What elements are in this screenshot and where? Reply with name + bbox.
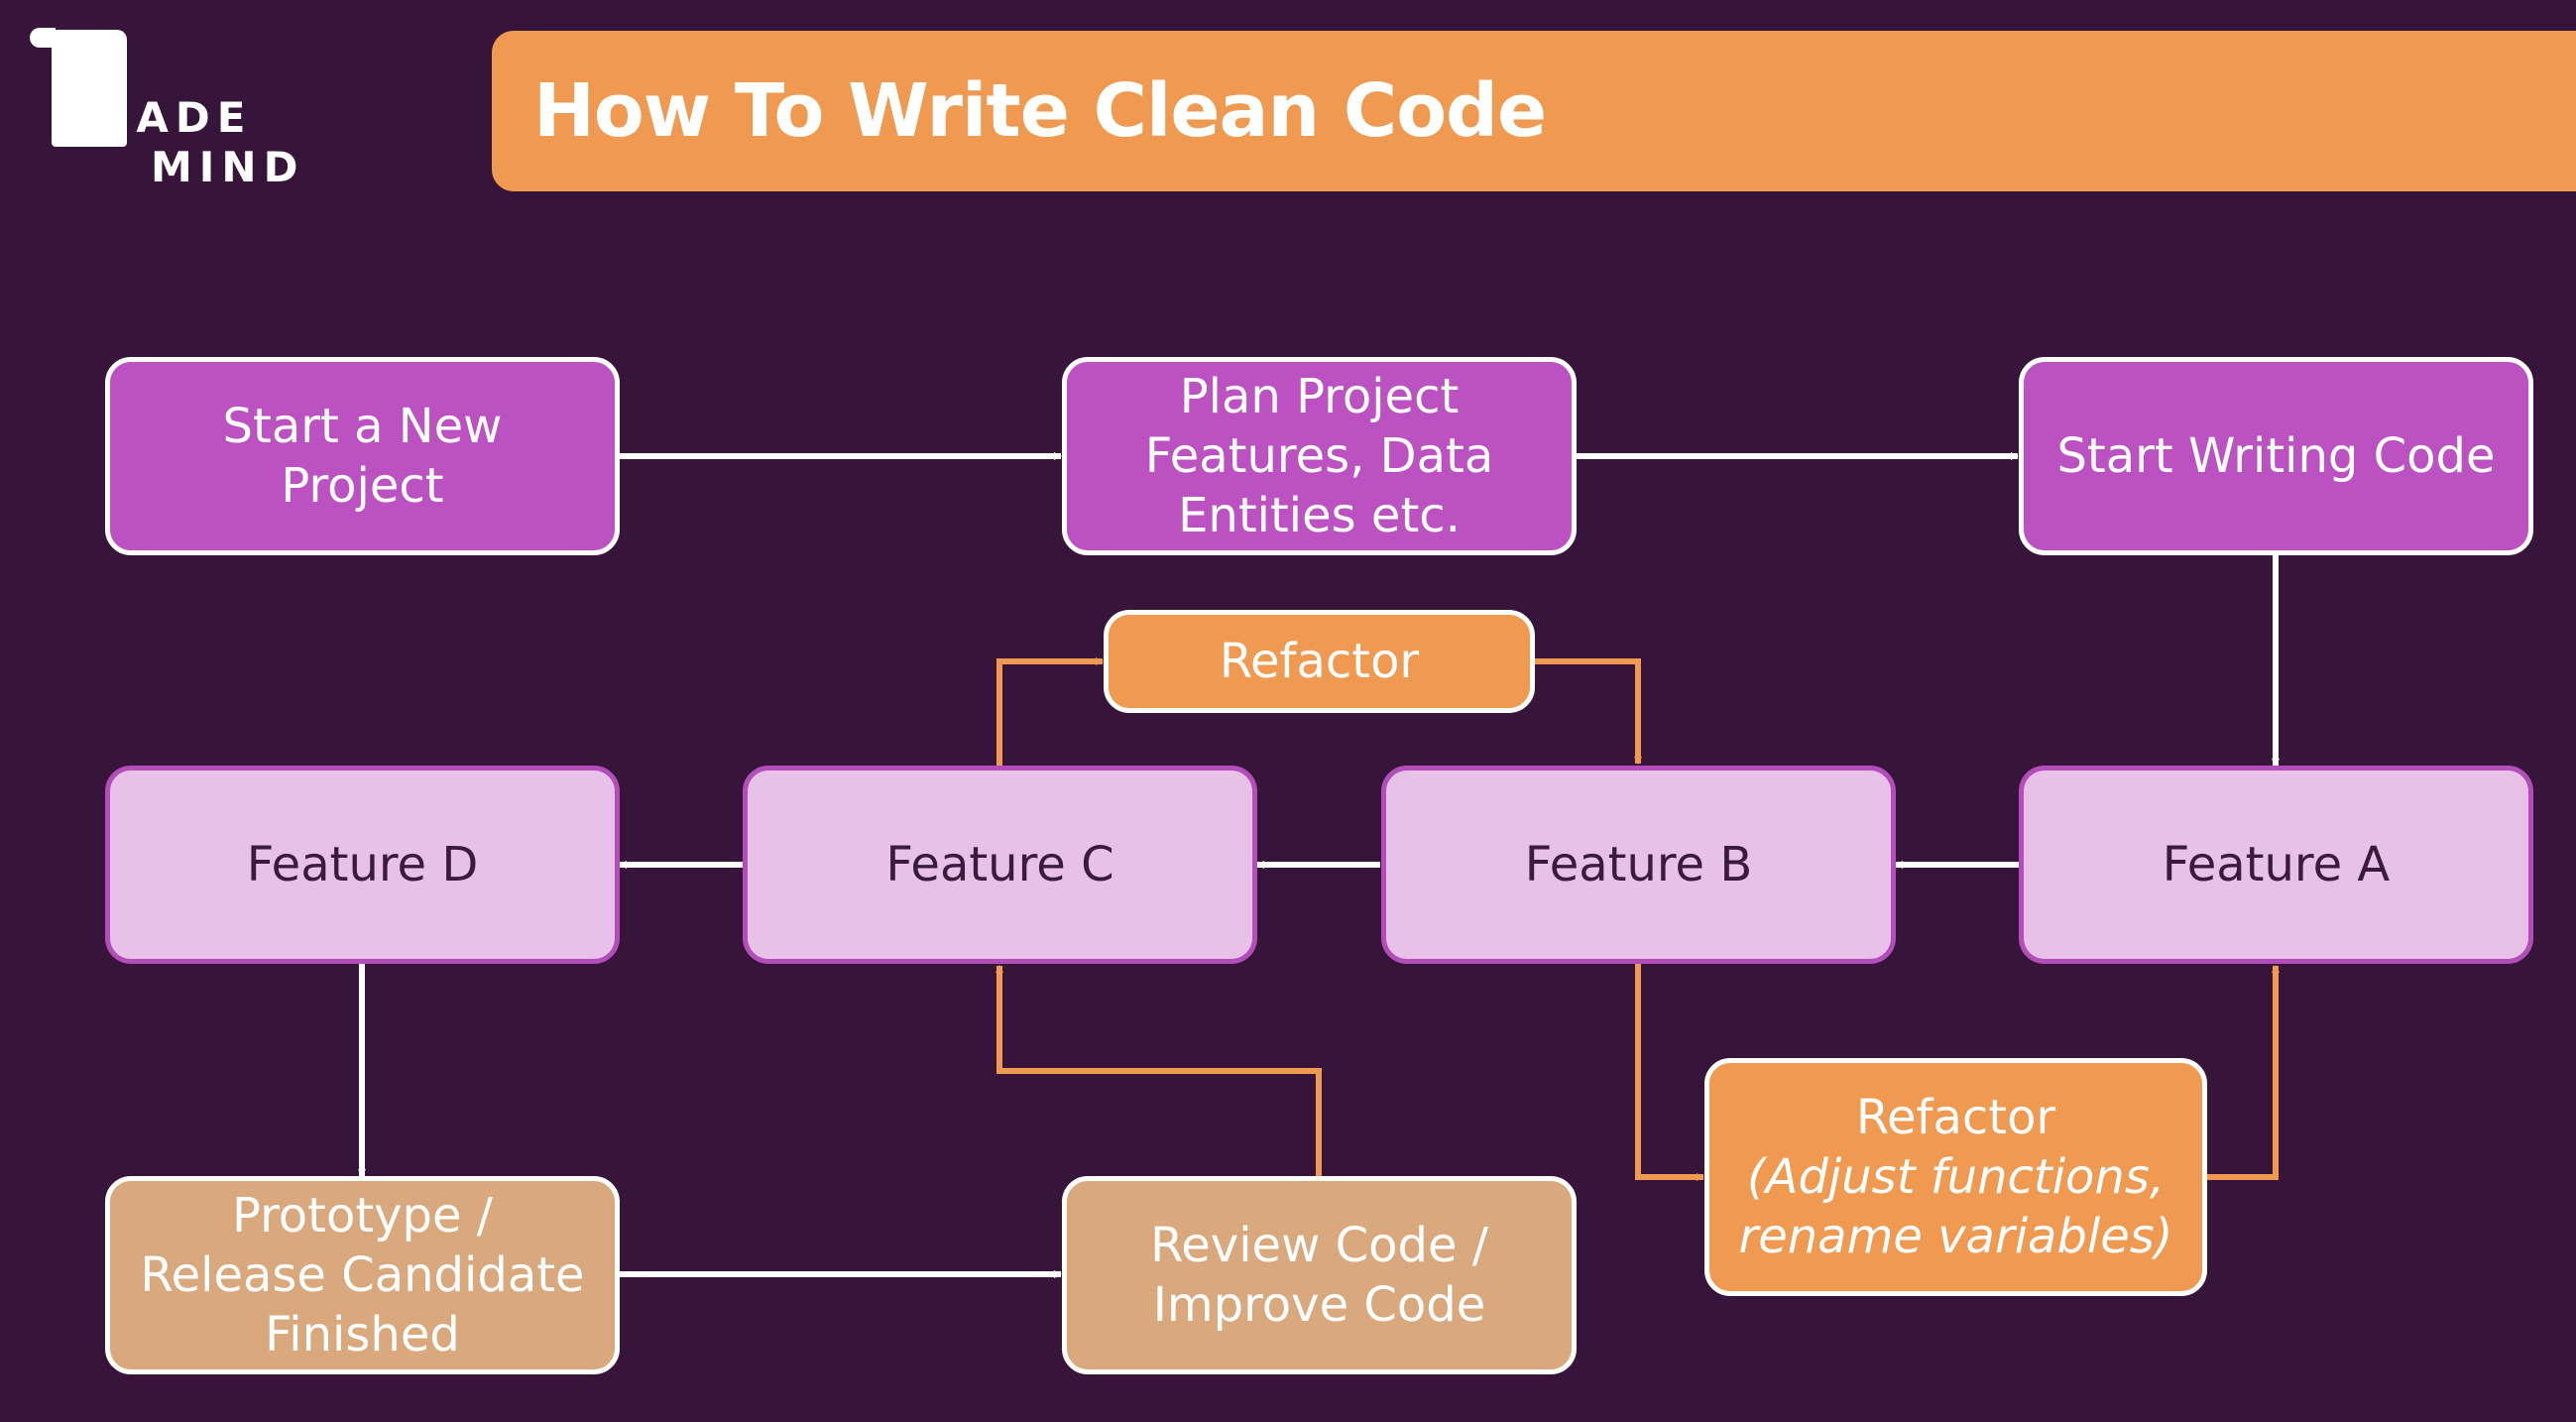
node-review-code: Review Code / Improve Code — [1062, 1176, 1577, 1374]
node-prototype-finished: Prototype / Release Candidate Finished — [105, 1176, 620, 1374]
edge-refactor-to-feature-a — [2207, 965, 2280, 1180]
node-feature-b: Feature B — [1381, 766, 1896, 964]
academind-logo: ACADE MIND — [24, 28, 311, 196]
node-plan-project-label: Plan Project Features, Data Entities etc… — [1144, 369, 1494, 543]
node-start-writing-code: Start Writing Code — [2019, 357, 2533, 555]
node-start-writing-code-label: Start Writing Code — [2056, 428, 2496, 484]
edge-feature-b-to-refactor — [1635, 964, 1704, 1181]
node-feature-c: Feature C — [743, 766, 1257, 964]
edge-refactor-to-feature-b — [1535, 658, 1642, 765]
node-feature-d: Feature D — [105, 766, 620, 964]
page-title: How To Write Clean Code — [533, 68, 1547, 154]
node-feature-c-label: Feature C — [885, 837, 1114, 892]
node-start-project: Start a New Project — [105, 357, 620, 555]
node-refactor-bottom: Refactor (Adjust functions, rename varia… — [1704, 1058, 2207, 1296]
node-feature-a: Feature A — [2019, 766, 2533, 964]
edge-review-to-feature-c — [995, 965, 1322, 1176]
logo-mark-icon — [52, 30, 127, 147]
node-start-project-label: Start a New Project — [222, 399, 503, 514]
node-refactor-top-label: Refactor — [1219, 634, 1420, 689]
node-prototype-finished-label: Prototype / Release Candidate Finished — [140, 1188, 585, 1363]
node-refactor-bottom-title: Refactor — [1855, 1090, 2056, 1145]
logo-text-line1: ACADE — [59, 93, 253, 142]
node-feature-d-label: Feature D — [246, 837, 479, 892]
node-refactor-top: Refactor — [1104, 610, 1535, 713]
node-plan-project: Plan Project Features, Data Entities etc… — [1062, 357, 1577, 555]
edge-feature-c-to-refactor — [996, 657, 1104, 766]
logo-text-line2: MIND — [151, 143, 305, 191]
node-review-code-label: Review Code / Improve Code — [1150, 1218, 1488, 1333]
node-feature-b-label: Feature B — [1524, 837, 1753, 892]
node-refactor-bottom-detail: (Adjust functions, rename variables) — [1738, 1149, 2173, 1264]
node-feature-a-label: Feature A — [2162, 837, 2391, 892]
logo-notch-icon — [30, 28, 56, 48]
title-banner: How To Write Clean Code — [492, 31, 2576, 191]
